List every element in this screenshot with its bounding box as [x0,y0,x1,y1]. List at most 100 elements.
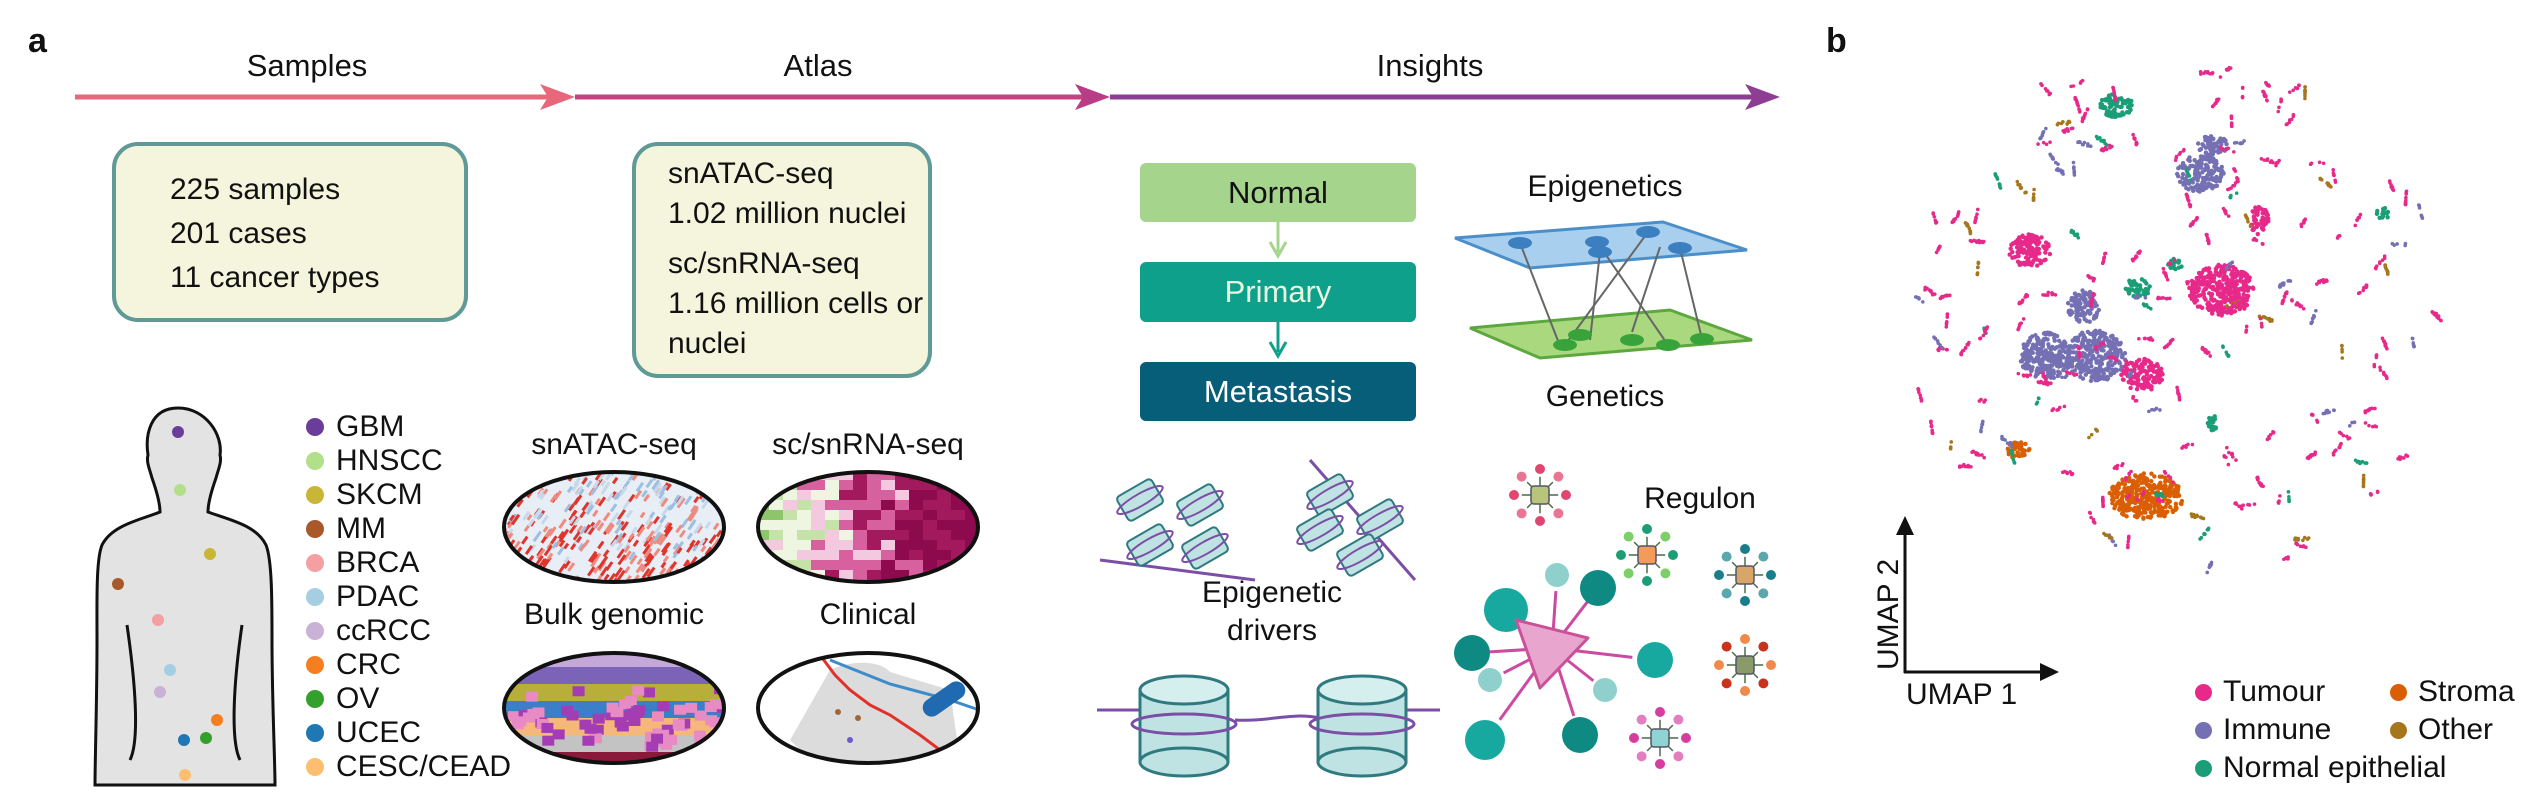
umap-point [2065,354,2071,360]
umap-point [2135,375,2140,380]
umap-point [2206,137,2211,142]
umap-point [2194,218,2198,222]
umap-point [2240,95,2245,100]
umap-point [2127,372,2132,377]
umap-point [1961,348,1966,353]
umap-point [2069,359,2075,365]
umap-point [2102,256,2106,260]
umap-point [2036,240,2042,245]
umap-point [2124,494,2130,499]
umap-point [2023,441,2028,447]
umap-point [2325,181,2329,185]
umap-point [2199,516,2204,520]
umap-point [2217,176,2223,182]
umap-point [2310,320,2315,324]
umap-point [2080,142,2085,147]
umap-point [2155,363,2160,369]
umap-point [2143,286,2149,292]
legend-item-gbm: GBM [306,410,511,444]
umap-point [2151,482,2157,488]
umap-point [2145,290,2150,295]
umap-point [2153,499,2159,505]
umap-point [2073,97,2078,101]
umap-point [2111,341,2117,347]
umap-point [2239,504,2243,509]
umap-point [2260,226,2265,231]
umap-point [2212,164,2217,169]
umap-point [2120,352,2125,357]
umap-point [2160,485,2165,490]
umap-point [2128,375,2133,381]
umap-point [2238,141,2242,146]
umap-point [2264,98,2269,102]
umap-point [2234,286,2239,292]
legend-text-immune: Immune [2223,713,2332,746]
umap-point [2200,187,2206,193]
umap-point [2159,510,2165,516]
umap-point [2209,296,2214,302]
umap-point [2154,493,2159,498]
umap-point [2226,297,2231,303]
umap-point [2202,156,2207,162]
umap-point [2150,510,2156,516]
umap-point [2133,496,2139,502]
umap-point [2028,335,2033,341]
umap-point [2147,383,2152,388]
umap-point [2197,189,2202,194]
umap-point [2325,279,2329,283]
umap-point [2079,306,2084,311]
umap-point [2047,91,2052,96]
umap-point [2119,495,2125,501]
umap-point [2180,175,2185,181]
umap-point [2078,362,2083,367]
umap-point [2080,341,2086,347]
umap-point [2282,281,2286,285]
umap-point [1944,322,1949,327]
umap-point [2193,515,2197,519]
umap-point [2141,477,2146,482]
umap-point [1950,220,1955,225]
umap-point [2317,279,2321,284]
umap-point [2378,368,2383,372]
umap-point [2114,351,2119,356]
umap-point [2117,347,2123,353]
umap-point [2087,293,2092,298]
umap-point [2106,343,2112,349]
umap-point [2224,281,2229,286]
legend-dot [306,520,324,538]
umap-point [2110,500,2115,506]
umap-point [2056,358,2062,363]
umap-point [2361,476,2366,481]
umap-point [2074,311,2080,316]
umap-point [2042,381,2046,386]
umap-point [2024,255,2029,259]
umap-point [2039,81,2043,86]
umap-point [2101,502,2105,507]
umap-point [2017,301,2022,306]
umap-point [2202,167,2208,173]
umap-point [2208,182,2213,187]
umap-point [2071,160,2076,165]
umap-point [1952,217,1956,222]
umap-point [2082,316,2087,322]
umap-point [2126,379,2131,385]
umap-point [2016,245,2022,251]
umap-point [2237,301,2242,306]
umap-point [2200,169,2205,175]
umap-point [2237,299,2243,304]
umap-point [2096,337,2102,343]
umap-point [2157,492,2163,498]
umap-point [2229,272,2234,277]
legend-text: BRCA [336,546,420,579]
umap-point [2131,508,2136,513]
umap-point [2137,293,2143,298]
umap-point [2115,348,2120,354]
umap-point [2025,237,2030,242]
umap-point [1974,452,1979,457]
umap-point [2121,369,2126,373]
umap-point [2081,294,2087,299]
umap-point [2259,218,2264,223]
umap-point [2116,342,2121,347]
umap-point [2113,367,2118,373]
umap-point [2265,212,2271,218]
